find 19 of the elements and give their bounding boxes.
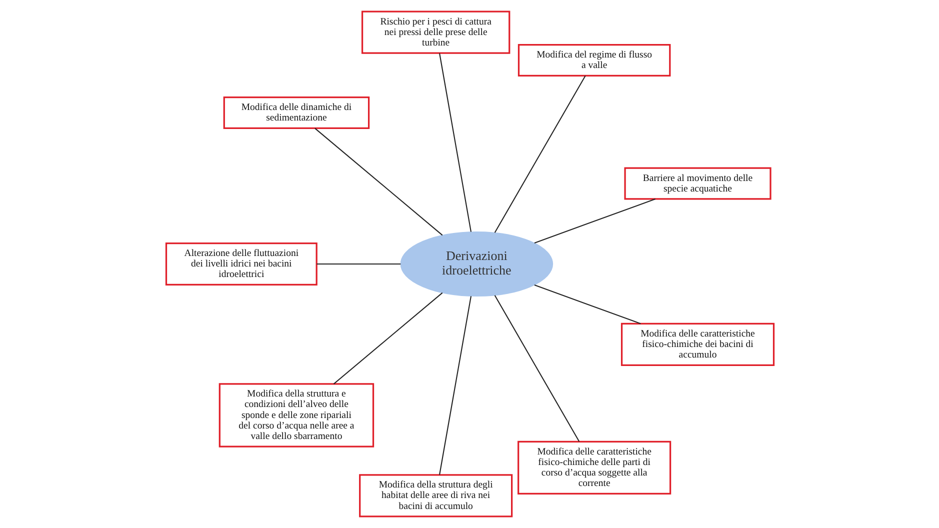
- connector: [494, 75, 586, 233]
- node-box: Alterazione delle fluttuazioni dei livelli idrici nei bacini idroelettrici: [164, 242, 317, 286]
- node-box: Modifica delle dinamiche di sedimentazione: [222, 96, 370, 130]
- connector: [534, 198, 655, 244]
- connector: [438, 53, 472, 232]
- node-ellipse: Derivazioni idroelettriche: [400, 232, 553, 296]
- node-box: Rischio per i pesci di cattura nei pressi delle prese delle turbine: [360, 10, 510, 54]
- connector: [332, 292, 442, 384]
- connector: [494, 295, 580, 442]
- connector: [534, 284, 640, 324]
- node-box: Modifica delle caratteristiche fisico-chimiche delle parti di corso d’acqua soggette alla corrente: [517, 440, 671, 495]
- node-box: Barriere al movimento delle specie acquatiche: [624, 167, 771, 200]
- node-box: Modifica della struttura degli habitat delle aree di riva nei bacini di accumulo: [358, 474, 512, 518]
- node-box: Modifica delle caratteristiche fisico-chimiche dei bacini di accumulo: [620, 322, 774, 366]
- node-box: Modifica della struttura e condizioni dell’alveo delle sponde e delle zone ripariali del corso d’acqua nelle aree a valle dello sbarramento: [218, 383, 374, 448]
- connector: [438, 296, 472, 475]
- node-box: Modifica del regime di flusso a valle: [517, 44, 670, 77]
- connector: [316, 263, 400, 265]
- connector: [314, 128, 442, 236]
